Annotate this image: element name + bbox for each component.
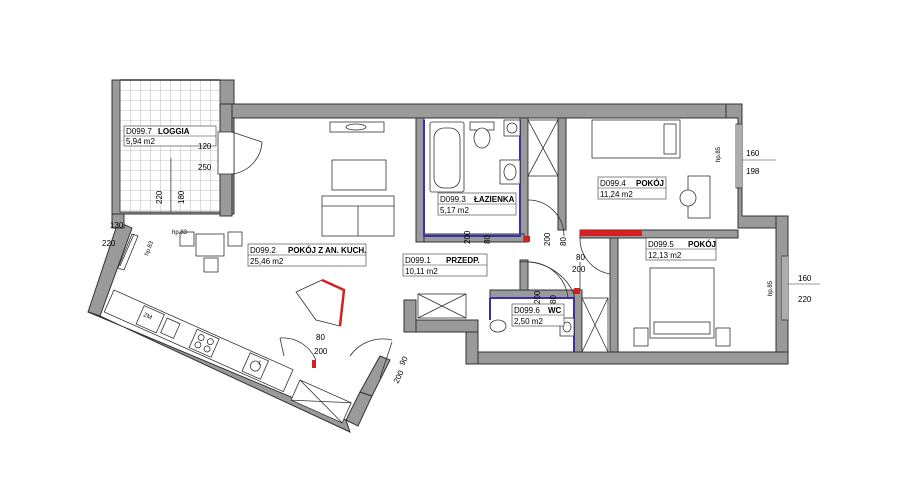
dim-room5-window-h: 220 <box>798 295 812 304</box>
room-label-room5: D099.5 POKÓJ 12,13 m2 <box>645 237 717 261</box>
room-area: 11,24 m2 <box>600 190 633 199</box>
window-room5 <box>781 255 789 321</box>
room-area: 5,94 m2 <box>126 137 155 146</box>
dim-room4-window-h: 198 <box>746 167 760 176</box>
room-label-bathroom: D099.3 ŁAZIENKA 5,17 m2 <box>437 192 517 216</box>
room-name: ŁAZIENKA <box>474 195 515 204</box>
room-code: D099.7 <box>126 127 152 136</box>
room-name: WC <box>548 306 562 315</box>
room-label-room4: D099.4 POKÓJ 11,24 m2 <box>597 176 667 200</box>
dimension-labels: 120 250 220 180 hp.83 130 220 hp.83 160 … <box>102 142 820 385</box>
room-area: 5,17 m2 <box>440 206 469 215</box>
room-label-loggia: D099.7 LOGGIA 5,94 m2 <box>123 125 217 147</box>
dim-room5-window-hp: hp.85 <box>768 280 774 296</box>
tv <box>329 121 385 133</box>
dim-room4-window-hp: hp.85 <box>716 146 722 162</box>
doors <box>217 131 611 379</box>
room-code: D099.5 <box>648 240 674 249</box>
dim-left-window-w: 130 <box>110 221 124 230</box>
dim-loggia-side-a: 220 <box>155 190 164 204</box>
room-label-wc: D099.6 WC 2,50 m2 <box>511 303 565 327</box>
dim-left-window-hp: hp.83 <box>144 240 155 257</box>
room-label-hall: D099.1 PRZEDP. 10,11 m2 <box>402 253 488 277</box>
furniture <box>103 119 731 424</box>
window-room4 <box>735 123 743 189</box>
windows <box>117 123 789 321</box>
dim-room5-door-w: 80 <box>576 253 585 262</box>
dim-room4-window-w: 160 <box>746 149 760 158</box>
dim-loggia-hp: hp.83 <box>172 230 188 236</box>
dim-inner-door-h: 200 <box>314 347 328 356</box>
room-code: D099.6 <box>514 306 540 315</box>
dim-room4-door-h: 200 <box>543 232 552 246</box>
dim-inner-door-w: 80 <box>316 333 325 342</box>
dining-table <box>195 233 225 257</box>
fridge-label: ZM <box>142 312 152 321</box>
accent-walls <box>312 230 642 368</box>
dim-wc-door-w: 80 <box>549 295 558 304</box>
coffee-table <box>331 159 387 191</box>
appliance-label: L <box>257 360 263 367</box>
dim-room4-door-w: 80 <box>559 237 568 246</box>
room-code: D099.2 <box>250 246 276 255</box>
interior-walls <box>415 117 739 353</box>
dim-loggia-side-b: 180 <box>177 190 186 204</box>
room-name: PRZEDP. <box>446 256 480 265</box>
dim-room5-door-h: 200 <box>572 265 586 274</box>
wall-left-upper <box>111 213 125 229</box>
room-name: POKÓJ Z AN. KUCH. <box>288 246 366 255</box>
dim-room5-window-w: 160 <box>798 274 812 283</box>
dim-left-window-h: 220 <box>102 239 116 248</box>
room-name: LOGGIA <box>158 127 190 136</box>
dim-loggia-door-w: 120 <box>198 142 212 151</box>
room-code: D099.4 <box>600 179 626 188</box>
dim-wc-door-h: 200 <box>533 290 542 304</box>
room-area: 25,46 m2 <box>250 257 284 266</box>
dim-loggia-door-h: 250 <box>198 163 212 172</box>
room-area: 10,11 m2 <box>405 267 438 276</box>
room-label-living: D099.2 POKÓJ Z AN. KUCH. 25,46 m2 <box>247 243 366 267</box>
dim-entry-door-w: 90 <box>398 354 410 366</box>
room-name: POKÓJ <box>688 240 716 249</box>
window-left <box>117 233 139 271</box>
room-area: 12,13 m2 <box>648 251 682 260</box>
room-code: D099.3 <box>440 195 466 204</box>
room-code: D099.1 <box>405 256 431 265</box>
room-name: POKÓJ <box>636 179 664 188</box>
dim-bath-door-h: 200 <box>463 230 472 244</box>
room-area: 2,50 m2 <box>514 317 543 326</box>
dim-entry-door-h: 200 <box>392 368 406 384</box>
dim-bath-door-w: 80 <box>483 235 492 244</box>
loggia <box>111 79 235 215</box>
